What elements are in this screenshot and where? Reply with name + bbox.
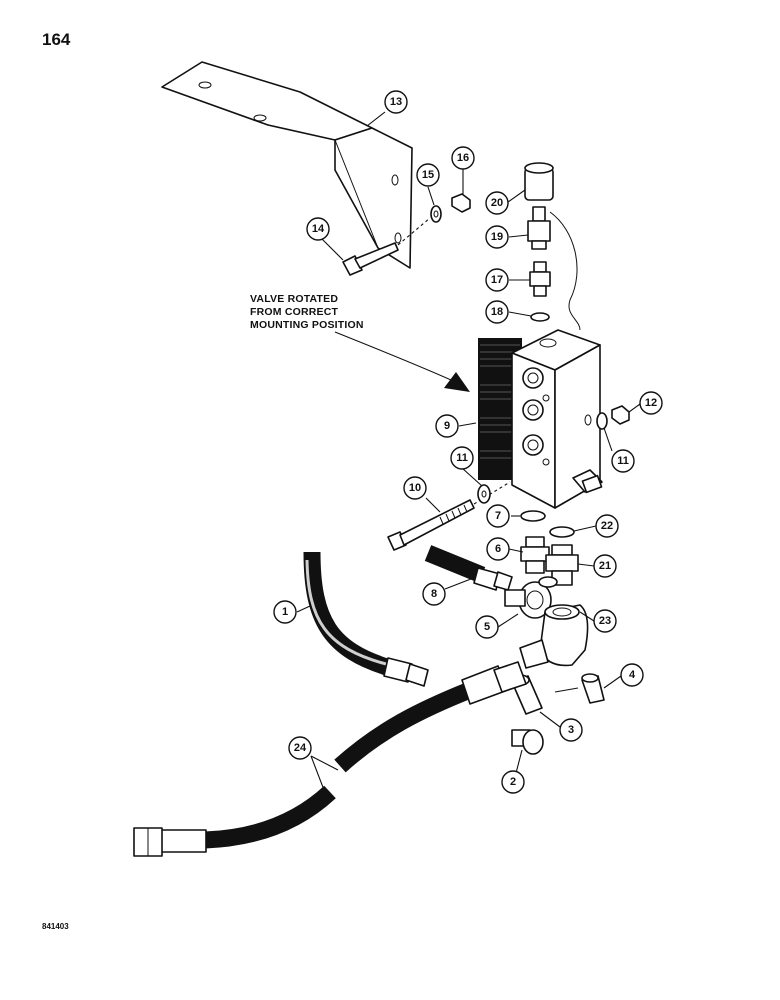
svg-text:3: 3 xyxy=(568,724,574,736)
adapter-fitting xyxy=(529,261,551,297)
callout-17: 17 xyxy=(485,268,509,292)
callout-4: 4 xyxy=(620,663,644,687)
svg-text:20: 20 xyxy=(491,197,503,209)
svg-text:1: 1 xyxy=(282,606,288,618)
callout-9: 9 xyxy=(435,414,459,438)
svg-text:23: 23 xyxy=(599,615,611,627)
svg-text:9: 9 xyxy=(444,420,450,432)
caption-arrow xyxy=(334,331,470,392)
quick-coupler xyxy=(527,206,581,331)
svg-text:13: 13 xyxy=(390,96,402,108)
callout-23: 23 xyxy=(593,609,617,633)
bracket-bolt xyxy=(342,217,431,276)
callout-20: 20 xyxy=(485,191,509,215)
diagram-caption: VALVE ROTATED FROM CORRECT MOUNTING POSI… xyxy=(250,293,364,332)
svg-text:19: 19 xyxy=(491,231,503,243)
svg-text:15: 15 xyxy=(422,169,434,181)
valve-bolt xyxy=(387,481,511,551)
svg-text:7: 7 xyxy=(495,510,501,522)
svg-text:6: 6 xyxy=(495,543,501,555)
callout-2: 2 xyxy=(501,770,525,794)
svg-text:8: 8 xyxy=(431,588,437,600)
valve-side-fitting xyxy=(572,469,603,494)
hose-1 xyxy=(303,551,429,687)
caption-line-1: VALVE ROTATED xyxy=(250,293,339,305)
svg-text:22: 22 xyxy=(601,520,613,532)
callout-7: 7 xyxy=(486,504,510,528)
bracket-nut xyxy=(451,193,471,213)
svg-text:18: 18 xyxy=(491,306,503,318)
valve-washer-right xyxy=(596,412,608,430)
callout-22: 22 xyxy=(595,514,619,538)
reference-code: 841403 xyxy=(42,922,69,931)
callout-18: 18 xyxy=(485,300,509,324)
leader-lines xyxy=(296,111,641,791)
svg-text:21: 21 xyxy=(599,560,611,572)
hose-24 xyxy=(133,661,527,857)
o-ring-7 xyxy=(520,510,546,522)
elbow-fitting-2 xyxy=(511,729,544,755)
elbow-fitting-23 xyxy=(519,604,589,669)
callout-24: 24 xyxy=(288,736,312,760)
svg-text:4: 4 xyxy=(629,669,636,681)
callout-11-left: 11 xyxy=(450,446,474,470)
callout-16: 16 xyxy=(451,146,475,170)
mounting-bracket xyxy=(161,61,413,269)
valve-washer-left xyxy=(477,484,491,504)
page-number: 164 xyxy=(42,30,71,49)
hose-8 xyxy=(424,545,513,591)
valve-nut xyxy=(611,405,630,425)
svg-text:14: 14 xyxy=(312,223,325,235)
callout-5: 5 xyxy=(475,615,499,639)
svg-text:11: 11 xyxy=(617,455,629,467)
svg-text:16: 16 xyxy=(457,152,469,164)
callout-15: 15 xyxy=(416,163,440,187)
plastic-cap-4 xyxy=(554,673,605,704)
o-ring-22 xyxy=(549,526,575,538)
callout-10: 10 xyxy=(403,476,427,500)
dust-cap xyxy=(524,162,554,201)
o-ring-top xyxy=(530,312,550,322)
callout-6: 6 xyxy=(486,537,510,561)
callout-12: 12 xyxy=(639,391,663,415)
callout-19: 19 xyxy=(485,225,509,249)
callout-13: 13 xyxy=(384,90,408,114)
svg-text:11: 11 xyxy=(456,452,468,464)
svg-text:12: 12 xyxy=(645,397,657,409)
callout-21: 21 xyxy=(593,554,617,578)
callout-14: 14 xyxy=(306,217,330,241)
callout-11-right: 11 xyxy=(611,449,635,473)
straight-fitting-6 xyxy=(520,536,550,574)
callout-3: 3 xyxy=(559,718,583,742)
callouts: 13 14 15 16 20 19 17 18 9 12 11 11 10 7 … xyxy=(273,90,663,794)
tee-fitting-5 xyxy=(504,576,558,619)
svg-text:5: 5 xyxy=(484,621,490,633)
caption-line-3: MOUNTING POSITION xyxy=(250,319,364,331)
caption-line-2: FROM CORRECT xyxy=(250,306,339,318)
svg-text:10: 10 xyxy=(409,482,421,494)
svg-text:17: 17 xyxy=(491,274,503,286)
valve-body xyxy=(478,329,601,509)
bracket-washer xyxy=(430,205,442,223)
svg-text:24: 24 xyxy=(294,742,307,754)
svg-text:2: 2 xyxy=(510,776,516,788)
callout-1: 1 xyxy=(273,600,297,624)
callout-8: 8 xyxy=(422,582,446,606)
